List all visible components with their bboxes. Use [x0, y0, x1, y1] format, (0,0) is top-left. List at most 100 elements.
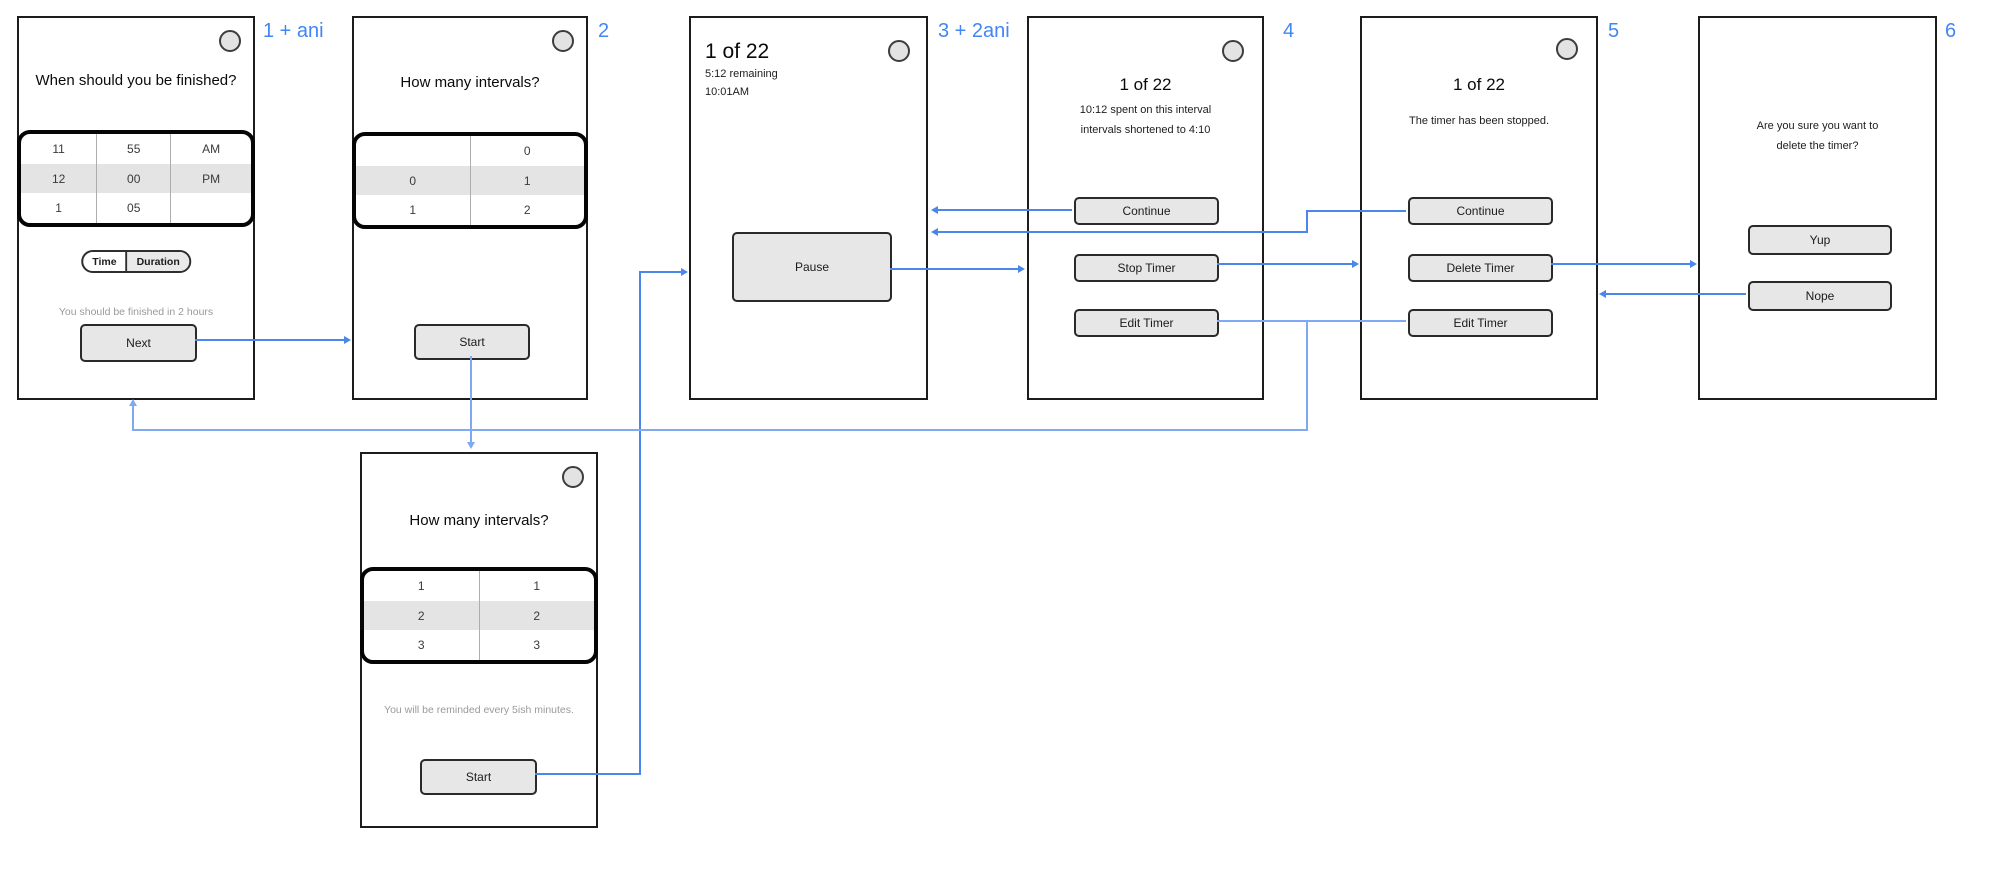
connector-continue4-to-screen3 — [938, 209, 1072, 211]
connector-edit5-segment — [1306, 320, 1406, 322]
annotation-label-2: 2 — [598, 20, 610, 42]
annotation-label-4: 4 — [1283, 20, 1295, 42]
picker-cell: 1 — [356, 195, 471, 225]
screen-2b-title: How many intervals? — [409, 512, 549, 529]
confirm-question-line1: Are you sure you want to — [1756, 120, 1879, 132]
picker-cell — [356, 136, 471, 166]
picker-cell: 0 — [356, 165, 471, 196]
picker-cell — [171, 193, 251, 223]
screen-2-title: How many intervals? — [400, 74, 540, 91]
picker-cell: 3 — [364, 630, 480, 660]
edit-timer-button[interactable]: Edit Timer — [1408, 309, 1553, 337]
arrowhead-icon — [1018, 265, 1025, 273]
intervals-picker-wheel[interactable]: 1 1 2 2 3 3 — [360, 567, 598, 664]
circle-indicator-icon — [1556, 38, 1578, 60]
screen-3-timer-running: 1 of 22 5:12 remaining 10:01AM Pause — [689, 16, 928, 400]
picker-cell: 1 — [533, 578, 541, 593]
time-spent-text: 10:12 spent on this interval — [1079, 104, 1212, 116]
continue-button[interactable]: Continue — [1074, 197, 1219, 225]
circle-indicator-icon — [219, 30, 241, 52]
connector-continue5-segment-jog — [1306, 210, 1308, 233]
interval-counter: 1 of 22 — [1119, 75, 1172, 94]
screen-6-delete-confirm: Are you sure you want to delete the time… — [1698, 16, 1937, 400]
screen-1-title: When should you be finished? — [35, 72, 237, 89]
confirm-question-line2: delete the timer? — [1776, 140, 1859, 152]
stop-timer-button[interactable]: Stop Timer — [1074, 254, 1219, 282]
picker-cell: PM — [202, 171, 221, 186]
delete-timer-button[interactable]: Delete Timer — [1408, 254, 1553, 282]
toggle-divider — [125, 252, 128, 271]
picker-cell: 12 — [21, 163, 98, 194]
picker-cell: 55 — [97, 134, 172, 164]
picker-row: 3 3 — [364, 630, 594, 660]
reminder-hint-text: You will be reminded every 5ish minutes. — [384, 704, 574, 716]
interval-counter: 1 of 22 — [705, 40, 770, 63]
connector-edit-vertical — [1306, 320, 1308, 431]
picker-row: 0 — [356, 136, 584, 166]
annotation-label-3: 3 + 2ani — [938, 20, 1010, 42]
time-picker-wheel[interactable]: 11 55 AM 12 00 PM 1 05 — [17, 130, 255, 227]
pause-button[interactable]: Pause — [732, 232, 892, 302]
connector-pause-to-screen4 — [890, 268, 1020, 270]
connector-delete-to-screen6 — [1551, 263, 1693, 265]
timer-stopped-text: The timer has been stopped. — [1408, 115, 1550, 127]
picker-row: 1 2 — [356, 195, 584, 225]
time-duration-toggle: Time Duration — [81, 250, 191, 273]
connector-next-to-screen2 — [195, 339, 345, 341]
edit-timer-button[interactable]: Edit Timer — [1074, 309, 1219, 337]
start-button[interactable]: Start — [420, 759, 537, 795]
interval-counter: 1 of 22 — [1453, 75, 1505, 94]
toggle-option-time[interactable]: Time — [92, 255, 117, 268]
arrowhead-icon — [467, 442, 475, 449]
picker-cell: 3 — [533, 638, 541, 653]
connector-edit-long-horizontal — [132, 429, 1308, 431]
intervals-picker-wheel[interactable]: 0 0 1 1 2 — [352, 132, 588, 229]
connector-continue5-segment-right — [1306, 210, 1406, 212]
screen-5-timer-stopped: 1 of 22 The timer has been stopped. Cont… — [1360, 16, 1598, 400]
picker-cell: 1 — [364, 571, 480, 601]
connector-stop-to-screen5 — [1217, 263, 1354, 265]
picker-row: 1 1 — [364, 571, 594, 601]
yup-button[interactable]: Yup — [1748, 225, 1892, 255]
clock-text: 10:01AM — [705, 86, 750, 98]
connector-start2b-segment-bottom — [535, 773, 641, 775]
arrowhead-icon — [1690, 260, 1697, 268]
picker-row: 1 05 — [21, 193, 251, 223]
arrowhead-icon — [129, 399, 137, 406]
screen-4-timer-paused: 1 of 22 10:12 spent on this interval int… — [1027, 16, 1264, 400]
picker-cell: 00 — [97, 163, 172, 194]
arrowhead-icon — [344, 336, 351, 344]
connector-continue5-segment-left — [938, 231, 1308, 233]
circle-indicator-icon — [1222, 40, 1244, 62]
arrowhead-icon — [931, 206, 938, 214]
picker-cell: 2 — [364, 600, 480, 631]
nope-button[interactable]: Nope — [1748, 281, 1892, 311]
annotation-label-1: 1 + ani — [263, 20, 324, 42]
picker-cell: 0 — [523, 143, 531, 158]
screen-1-finish-time: When should you be finished? 11 55 AM 12… — [17, 16, 255, 400]
arrowhead-icon — [1352, 260, 1359, 268]
picker-row-selected: 0 1 — [356, 165, 584, 196]
screen-2b-intervals-revised: How many intervals? 1 1 2 2 3 3 You will… — [360, 452, 598, 828]
start-button[interactable]: Start — [414, 324, 530, 360]
connector-start-to-screen2b — [470, 356, 472, 442]
picker-cell: 05 — [97, 193, 172, 223]
picker-row-selected: 12 00 PM — [21, 163, 251, 194]
connector-edit-up-vertical — [132, 404, 134, 431]
picker-row-selected: 2 2 — [364, 600, 594, 631]
circle-indicator-icon — [888, 40, 910, 62]
toggle-option-duration[interactable]: Duration — [127, 252, 189, 271]
arrowhead-icon — [1599, 290, 1606, 298]
picker-cell: 1 — [21, 193, 98, 223]
connector-start2b-segment-top — [639, 271, 683, 273]
circle-indicator-icon — [552, 30, 574, 52]
arrowhead-icon — [931, 228, 938, 236]
picker-cell: 1 — [523, 173, 531, 188]
time-remaining-text: 5:12 remaining — [705, 68, 778, 80]
connector-start2b-segment-vertical — [639, 272, 641, 775]
annotation-label-5: 5 — [1608, 20, 1620, 42]
picker-cell: 2 — [533, 608, 541, 623]
arrowhead-icon — [681, 268, 688, 276]
next-button[interactable]: Next — [80, 324, 197, 362]
continue-button[interactable]: Continue — [1408, 197, 1553, 225]
